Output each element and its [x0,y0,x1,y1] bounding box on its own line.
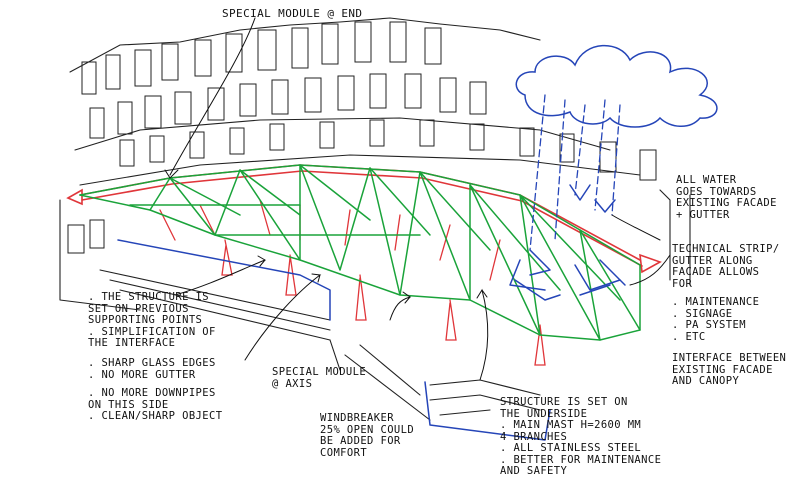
strip-item: . ETC [672,330,706,343]
structure-underside-line: STRUCTURE IS SET ON [500,396,628,408]
water-note-line: ALL WATER [676,174,737,186]
interface-note-line: INTERFACE BETWEEN [672,352,787,364]
structure-support-line: SUPPORTING POINTS [88,314,203,326]
technical-strip-line: FOR [672,277,693,290]
interface-note-line: EXISTING FACADE [672,363,773,376]
water-note: ALL WATER GOES TOWARDS EXISTING FACADE +… [676,174,777,221]
downpipes-note: . NO MORE DOWNPIPES ON THIS SIDE . CLEAN… [88,387,223,423]
canopy-structure [79,164,641,341]
rain-cloud [515,44,718,128]
water-note-line: EXISTING FACADE [676,197,777,209]
structure-underside-line: . MAIN MAST H=2600 MM [500,419,642,431]
technical-strip-note: TECHNICAL STRIP/ GUTTER ALONG FACADE ALL… [672,243,780,290]
water-note-line: GOES TOWARDS [676,185,757,198]
structure-underside-line: THE UNDERSIDE [500,407,588,420]
windbreaker-line: 25% OPEN COULD [320,423,415,436]
windbreaker-note: WINDBREAKER 25% OPEN COULD BE ADDED FOR … [320,412,415,459]
building-facade [59,17,691,421]
strip-items-list: . MAINTENANCE . SIGNAGE . PA SYSTEM . ET… [672,296,760,343]
downpipes-line: . NO MORE DOWNPIPES [88,387,216,399]
water-flow-arrows [117,184,626,441]
windbreaker-line: COMFORT [320,446,368,459]
structure-underside-line: AND SAFETY [500,465,568,477]
strip-item: . PA SYSTEM [672,319,746,331]
special-module-axis-line: SPECIAL MODULE [272,366,367,378]
special-module-axis-note: SPECIAL MODULE @ AXIS [272,366,367,390]
structure-support-line: SET ON PREVIOUS [88,302,189,315]
glass-edges-line: . NO MORE GUTTER [88,368,196,381]
strip-item: . SIGNAGE [672,307,733,320]
glass-edges-line: . SHARP GLASS EDGES [88,357,216,369]
structure-underside-line: . BETTER FOR MAINTENANCE [500,453,662,466]
water-note-line: + GUTTER [676,208,730,221]
structure-support-note: . THE STRUCTURE IS SET ON PREVIOUS SUPPO… [88,291,216,350]
technical-strip-line: FACADE ALLOWS [672,266,760,278]
windbreaker-line: WINDBREAKER [320,412,394,424]
downpipes-line: . CLEAN/SHARP OBJECT [88,410,223,422]
structure-underside-line: 4 BRANCHES [500,430,568,443]
leader-lines [164,17,671,381]
technical-strip-line: GUTTER ALONG [672,254,753,267]
special-module-end-note: SPECIAL MODULE @ END [222,7,363,20]
windbreaker-line: BE ADDED FOR [320,435,401,447]
structure-underside-line: . ALL STAINLESS STEEL [500,442,642,454]
strip-item: . MAINTENANCE [672,296,760,308]
interface-note-line: AND CANOPY [672,375,740,387]
downpipes-line: ON THIS SIDE [88,398,169,411]
structure-support-line: . THE STRUCTURE IS [88,291,209,303]
special-module-axis-line: @ AXIS [272,377,313,390]
structure-support-line: THE INTERFACE [88,337,176,349]
interface-note: INTERFACE BETWEEN EXISTING FACADE AND CA… [672,352,787,388]
glass-edges-note: . SHARP GLASS EDGES . NO MORE GUTTER [88,357,216,381]
technical-strip-line: TECHNICAL STRIP/ [672,243,780,255]
rain-arrows [529,94,621,251]
structure-underside-note: STRUCTURE IS SET ON THE UNDERSIDE . MAIN… [500,396,662,478]
structure-support-line: . SIMPLIFICATION OF [88,325,216,338]
